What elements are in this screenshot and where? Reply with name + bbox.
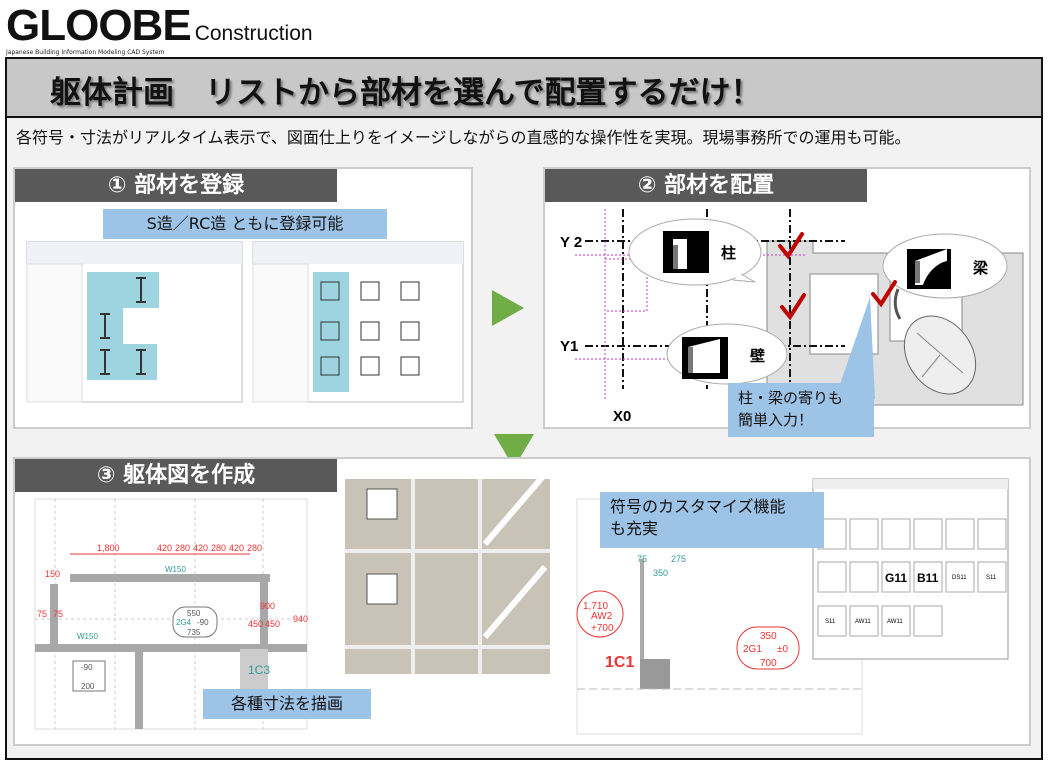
placement-diagram: Y 2 Y1 X0 柱 壁 梁 — [560, 209, 1024, 425]
dimension-label: 275 — [671, 554, 686, 564]
step1-panel: ① 部材を登録 S造／RC造 ともに登録可能 — [13, 167, 473, 429]
logo-tagline: Japanese Building Information Modeling C… — [6, 49, 165, 56]
symbol-label: AW2 — [591, 611, 613, 622]
dimension-label: 450 — [265, 619, 280, 629]
callout-line: 簡単入力！ — [738, 411, 814, 429]
wall-bubble: 壁 — [666, 323, 788, 385]
rc-list-window — [252, 241, 464, 403]
dimension-label: 1,800 — [97, 543, 120, 553]
symbol-sample[interactable]: G11 — [885, 571, 907, 585]
structural-drawings: 1,800 420 280 420 280 420 280 150 75 75 … — [34, 472, 1009, 735]
column-label: 柱 — [721, 244, 736, 262]
step3-header: ③ 躯体図を作成 — [15, 459, 337, 492]
dimension-label: W150 — [165, 565, 186, 574]
symbol-label: 1C3 — [248, 663, 270, 677]
symbols-callout: 符号のカスタマイズ機能 も充実 — [600, 492, 824, 548]
dimension-label: 420 — [229, 543, 244, 553]
axis-y2: Y 2 — [560, 234, 582, 251]
symbol-label: ±0 — [777, 644, 788, 655]
dimension-label: 150 — [45, 569, 60, 579]
dimension-label: 75 — [637, 554, 647, 564]
next-arrow-icon — [492, 290, 524, 326]
step1-callout: S造／RC造 ともに登録可能 — [103, 209, 387, 239]
subtitle: 各符号・寸法がリアルタイム表示で、図面仕上りをイメージしながらの直感的な操作性を… — [16, 128, 911, 147]
steel-list-window — [26, 241, 243, 403]
symbol-sample[interactable]: S11 — [825, 619, 836, 625]
step2-callout: 柱・梁の寄りも 簡単入力！ — [728, 383, 874, 437]
symbol-label: +700 — [591, 623, 614, 634]
beam-label: 梁 — [972, 259, 989, 277]
symbol-label: 550 — [187, 609, 201, 618]
title-bar — [5, 57, 1043, 118]
step1-header: ① 部材を登録 — [15, 169, 337, 202]
symbol-sample[interactable]: B11 — [917, 571, 939, 585]
plan-walls — [35, 574, 307, 729]
dimension-label: 350 — [653, 568, 668, 578]
dimension-label: 75 — [53, 609, 63, 619]
symbol-sample[interactable]: DS11 — [952, 575, 967, 581]
dimension-label: 450 — [248, 619, 263, 629]
callout-line: 符号のカスタマイズ機能 — [610, 497, 786, 516]
axis-x0: X0 — [613, 408, 631, 425]
column-bubble: 柱 — [628, 218, 762, 286]
dimension-label: W150 — [77, 632, 98, 641]
symbol-label: -90 — [197, 618, 209, 627]
dimension-label: 420 — [157, 543, 172, 553]
logo-brand: GLOOBE — [6, 1, 192, 50]
checkmark-icon — [778, 232, 897, 321]
symbol-label: 1,710 — [583, 601, 608, 612]
logo-sub: Construction — [194, 22, 313, 45]
dimension-label: 420 — [193, 543, 208, 553]
callout-line: 柱・梁の寄りも — [738, 389, 844, 407]
symbol-label: 700 — [760, 658, 777, 669]
axis-y1: Y1 — [560, 338, 578, 355]
dimension-label: 280 — [247, 543, 262, 553]
callout-line: も充実 — [610, 519, 659, 538]
symbol-label: 2G1 — [743, 644, 762, 655]
page-title: 躯体計画 リストから部材を選んで配置するだけ！ — [50, 75, 762, 111]
member-list-screenshots — [26, 241, 464, 403]
symbol-label: -90 — [81, 663, 93, 672]
symbol-label: 735 — [187, 628, 201, 637]
symbol-sample[interactable]: S11 — [986, 575, 997, 581]
step2-panel: ② 部材を配置 Y 2 Y1 X0 柱 壁 梁 — [543, 167, 1031, 437]
dimension-label: 280 — [211, 543, 226, 553]
dimension-label: 280 — [175, 543, 190, 553]
symbol-sample[interactable]: AW11 — [887, 619, 903, 625]
step2-header: ② 部材を配置 — [545, 169, 867, 202]
dimension-label: 75 — [37, 609, 47, 619]
down-arrow-icon — [494, 434, 534, 468]
dimension-label: 900 — [260, 601, 275, 611]
beam-bubble: 梁 — [882, 233, 1008, 299]
symbol-label: 200 — [81, 682, 95, 691]
mouse-icon — [893, 288, 977, 395]
symbol-sample[interactable]: AW11 — [855, 619, 871, 625]
symbol-label: 350 — [760, 631, 777, 642]
wall-label: 壁 — [750, 347, 765, 365]
step3-panel: 1,800 420 280 420 280 420 280 150 75 75 … — [13, 457, 1031, 746]
dimension-label: 940 — [293, 614, 308, 624]
dimensions-callout: 各種寸法を描画 — [203, 689, 371, 719]
symbol-label: 2G4 — [176, 618, 192, 627]
symbol-label: 1C1 — [605, 654, 634, 671]
